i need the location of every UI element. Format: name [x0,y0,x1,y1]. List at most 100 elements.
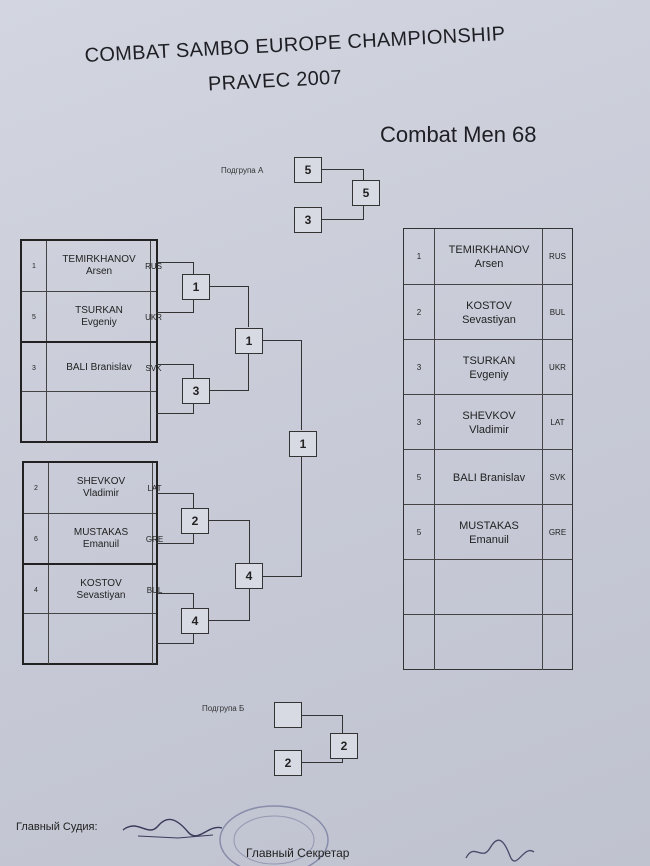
result-country: RUS [542,229,572,284]
chief-judge-signature [122,818,223,839]
bracket-line [156,593,194,594]
bracket-line [193,493,194,508]
bracket-line [156,364,194,365]
subgroup-a-top-box: 5 [294,157,322,183]
subgroup-b-winner-box: 2 [330,733,358,759]
result-place: 3 [416,418,422,427]
bracket-line [156,543,194,544]
pool-country: RUS [145,241,162,291]
pool-country: GRE [146,514,163,564]
bracket-line [193,403,194,414]
pool-country [150,392,156,442]
bracket-line [209,286,249,287]
athlete-surname: MUSTAKAS [459,519,519,532]
pool-seed: 5 [32,313,36,321]
subgroup-b-line [342,759,343,763]
bracket-line [193,364,194,378]
athlete-surname: MUSTAKAS [73,527,129,538]
bracket-line [156,493,194,494]
result-place [404,615,434,670]
athlete-surname: TSURKAN [75,305,123,316]
bracket-line [301,340,302,430]
bracket-line [208,620,250,621]
bracket-line [248,286,249,327]
result-place: 5 [416,473,422,482]
bracket-line [208,520,250,521]
athlete-surname: BALI Branislav [66,362,132,373]
subgroup-a-line [322,169,364,170]
athlete-surname: TEMIRKHANOV [448,243,530,256]
result-place: 2 [416,308,422,317]
chief-secretary-signature [465,839,535,862]
athlete-firstname: Evgeniy [469,368,509,381]
subgroup-a-line [363,206,364,220]
result-place: 1 [416,252,422,261]
pool-country: SVK [146,343,162,393]
athlete-surname: BALI Branislav [452,471,526,484]
weight-category: Combat Men 68 [380,122,537,147]
athlete-surname: TSURKAN [462,354,516,367]
bracket-line [249,520,250,563]
bracket-line [193,593,194,608]
subgroup-a-bottom-box: 3 [294,207,322,233]
bracket-line [156,643,194,644]
athlete-firstname: Emanuil [469,533,509,546]
athlete-firstname: Sevastiyan [462,313,516,326]
pool-2-row [24,613,156,664]
athlete-firstname: Sevastiyan [76,590,126,601]
subgroup-a-line [363,169,364,181]
bracket-line [262,576,302,577]
chief-secretary-label: Главный Секретар [246,846,350,860]
results-row: 5 BALI Branislav SVK [404,449,572,505]
athlete-firstname: Arsen [85,266,113,277]
pool-athlete-name [46,392,151,442]
bracket-line [248,353,249,391]
chief-judge-label: Главный Судия: [16,821,98,833]
pool-seed: 3 [32,364,36,372]
pool-country: LAT [147,463,162,513]
subgroup-b-line [342,715,343,734]
pool-1-row: 3 BALI Branislav SVK [22,341,162,393]
athlete-surname: KOSTOV [466,299,512,312]
athlete-firstname: Emanuil [82,539,120,550]
result-country: SVK [542,450,572,505]
pool-country: BUL [147,565,162,615]
bracket-line [156,262,194,263]
result-country: LAT [542,395,572,450]
subgroup-a-winner-box: 5 [352,180,380,206]
pool-athlete-name: BALI Branislav [46,343,151,393]
athlete-surname: TEMIRKHANOV [62,254,136,265]
bracket-r2-top-box: 1 [235,328,263,354]
result-country: BUL [542,285,572,340]
subgroup-b-top-box [274,702,302,728]
bracket-final-box: 1 [289,431,317,457]
bracket-line [301,457,302,577]
bracket-line [209,390,249,391]
subgroup-b-line [302,715,343,716]
bracket-line [193,532,194,544]
bracket-r1-box-a: 1 [182,274,210,300]
athlete-surname: SHEVKOV [76,476,126,487]
pool-country [152,614,156,664]
pool-seed [22,392,46,442]
result-athlete-name [434,615,543,670]
athlete-firstname: Vladimir [82,488,120,499]
result-place [404,560,434,615]
